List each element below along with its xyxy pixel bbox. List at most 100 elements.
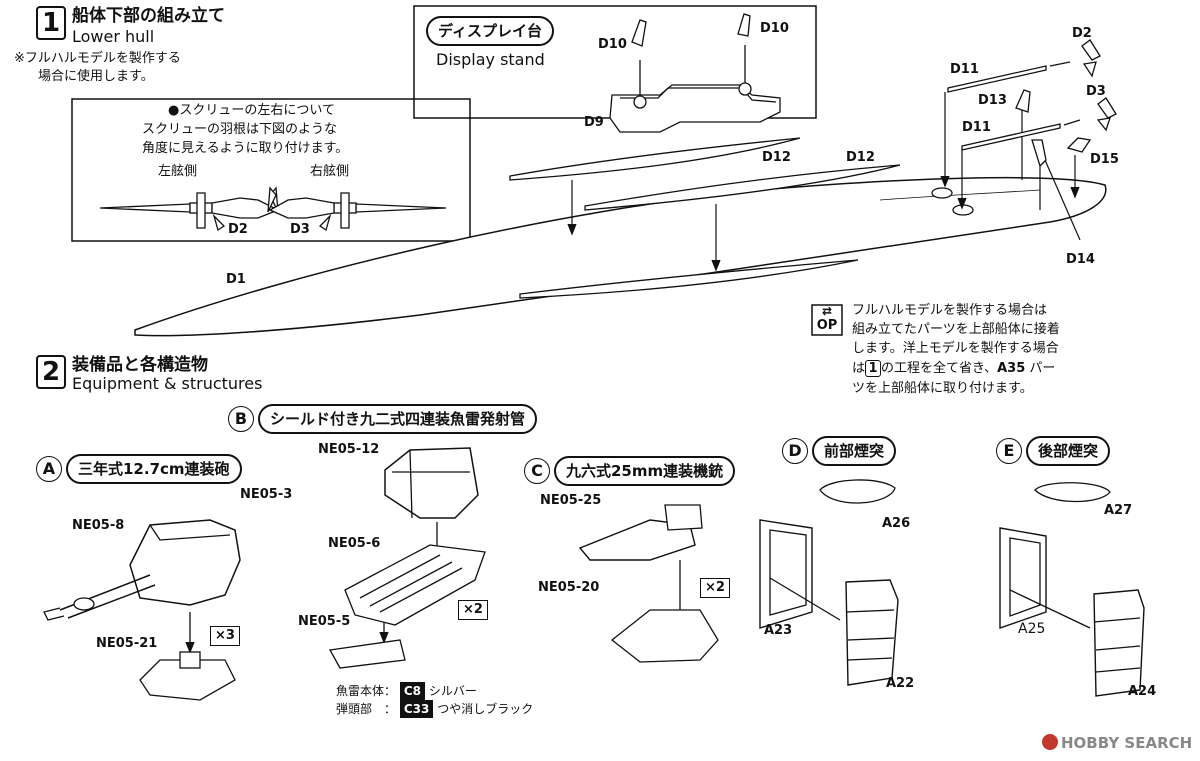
paint-item-2: 弾頭部 ： xyxy=(336,702,397,716)
bilge-keel-mid xyxy=(584,164,901,211)
starboard-side-label: 右舷側 xyxy=(310,164,350,179)
part-label-a26: A26 xyxy=(882,516,911,531)
part-label-a22: A22 xyxy=(886,676,915,691)
op-note-line4-c: パー xyxy=(1025,361,1056,376)
bilge-keel-upper xyxy=(509,137,801,181)
sub-a-title: 三年式12.7cm連装砲 xyxy=(66,454,242,484)
op-icon-box xyxy=(811,304,843,336)
part-label-d15: D15 xyxy=(1090,152,1119,167)
sub-d-letter: D xyxy=(782,438,808,464)
machine-gun-drawing xyxy=(578,504,719,663)
part-label-a27: A27 xyxy=(1104,503,1133,518)
part-label-ne05-12: NE05-12 xyxy=(318,442,380,457)
screw-parts xyxy=(1081,39,1117,132)
step-2-number: 2 xyxy=(36,355,66,389)
step-1-number: 1 xyxy=(36,6,66,40)
paint-color-2: つや消しブラック xyxy=(437,702,534,716)
fore-funnel-drawing xyxy=(759,479,899,686)
paint-row-1: 魚雷本体： C8 シルバー xyxy=(336,682,477,700)
sub-c-letter: C xyxy=(524,458,550,484)
step-1-title-en: Lower hull xyxy=(72,27,155,46)
op-note-line3: します。洋上モデルを製作する場合 xyxy=(852,341,1059,356)
part-label-ne05-3: NE05-3 xyxy=(240,487,293,502)
port-side-label: 左舷側 xyxy=(158,164,198,179)
paint-row-2: 弾頭部 ： C33 つや消しブラック xyxy=(336,700,533,718)
paint-color-1: シルバー xyxy=(428,684,477,698)
hobby-search-watermark: HOBBY SEARCH xyxy=(1042,734,1192,752)
part-label-a23: A23 xyxy=(764,623,793,638)
part-label-ne05-8: NE05-8 xyxy=(72,518,125,533)
op-arrow-icon: ⇄ xyxy=(821,304,833,318)
paint-item-1: 魚雷本体： xyxy=(336,684,397,698)
screw-note-line2: スクリューの羽根は下図のような xyxy=(142,122,338,137)
aft-funnel-drawing xyxy=(999,482,1145,697)
propeller-shafts xyxy=(947,61,1081,151)
screw-explanation-box xyxy=(71,98,471,242)
step-2-title-en: Equipment & structures xyxy=(72,374,263,393)
part-label-d12-lower: D12 xyxy=(846,150,875,165)
part-label-d13: D13 xyxy=(978,93,1007,108)
op-note-line5: ツを上部船体に取り付けます。 xyxy=(852,381,1033,396)
left-screw-drawing xyxy=(99,186,280,232)
op-note-line4-a: は xyxy=(852,361,866,376)
sub-b-title: シールド付き九二式四連装魚雷発射管 xyxy=(258,404,538,434)
op-note-line1: フルハルモデルを製作する場合は xyxy=(852,303,1048,318)
strut-d13 xyxy=(1015,89,1031,113)
part-label-ne05-5: NE05-5 xyxy=(298,614,351,629)
assembly-arrows xyxy=(567,92,1081,272)
paint-code-c8: C8 xyxy=(399,682,425,700)
step-2-title-jp: 装備品と各構造物 xyxy=(72,355,208,375)
op-note-line4-b: の工程を全て省き、 xyxy=(881,361,998,376)
part-label-d3: D3 xyxy=(1086,84,1106,99)
screw-note-line1: ●スクリューの左右について xyxy=(168,103,335,118)
part-label-d1: D1 xyxy=(226,272,246,287)
part-label-a24: A24 xyxy=(1128,684,1157,699)
hobby-search-brand: HOBBY SEARCH xyxy=(1061,734,1193,752)
part-label-d10-right: D10 xyxy=(760,21,789,36)
hobby-search-logo-icon xyxy=(1042,734,1058,750)
part-label-d12-upper: D12 xyxy=(762,150,791,165)
step-1-note-line2: 場合に使用します。 xyxy=(38,69,154,84)
plate-d15 xyxy=(1066,137,1092,153)
op-note-line2: 組み立てたパーツを上部船体に接着 xyxy=(852,322,1060,337)
gun-turret-drawing xyxy=(43,519,241,701)
op-note-step-ref: 1 xyxy=(865,360,882,377)
part-label-ne05-20: NE05-20 xyxy=(538,580,600,595)
part-label-d3-box: D3 xyxy=(290,222,310,237)
sub-b-letter: B xyxy=(228,406,254,432)
part-label-d11-upper: D11 xyxy=(950,62,979,77)
bilge-keel-lower xyxy=(519,259,859,299)
sub-c-title: 九六式25mm連装機銃 xyxy=(554,456,736,486)
display-stand-title: ディスプレイ台 xyxy=(426,16,554,46)
display-stand-drawing xyxy=(609,13,781,133)
sub-a-multiplier: ×3 xyxy=(210,626,240,646)
op-icon: ⇄ OP xyxy=(812,305,842,335)
screw-note-line3: 角度に見えるように取り付けます。 xyxy=(142,141,349,156)
sub-a-letter: A xyxy=(36,456,62,482)
part-label-d9: D9 xyxy=(584,115,604,130)
part-label-a25: A25 xyxy=(1018,621,1046,637)
sub-d-title: 前部煙突 xyxy=(812,436,897,466)
paint-code-c33: C33 xyxy=(399,700,434,718)
part-label-d14: D14 xyxy=(1066,252,1095,267)
hull-d1-drawing xyxy=(134,176,1107,337)
op-icon-label: OP xyxy=(816,318,838,333)
part-label-ne05-25: NE05-25 xyxy=(540,493,602,508)
sub-e-title: 後部煙突 xyxy=(1026,436,1111,466)
sub-e-letter: E xyxy=(996,438,1022,464)
rudder-d14 xyxy=(1031,139,1047,168)
step-1-note-line1: ※フルハルモデルを製作する xyxy=(14,51,181,66)
part-label-d11-lower: D11 xyxy=(962,120,991,135)
part-label-ne05-21: NE05-21 xyxy=(96,636,158,651)
step-1-title-jp: 船体下部の組み立て xyxy=(72,6,225,26)
right-screw-drawing xyxy=(267,186,447,232)
sub-b-multiplier: ×2 xyxy=(458,600,488,620)
display-stand-subtitle: Display stand xyxy=(436,50,545,69)
sub-c-multiplier: ×2 xyxy=(700,578,730,598)
part-label-d2: D2 xyxy=(1072,26,1092,41)
part-label-d10-left: D10 xyxy=(598,37,627,52)
op-note-part-a35: A35 xyxy=(997,361,1026,376)
part-label-d2-box: D2 xyxy=(228,222,248,237)
